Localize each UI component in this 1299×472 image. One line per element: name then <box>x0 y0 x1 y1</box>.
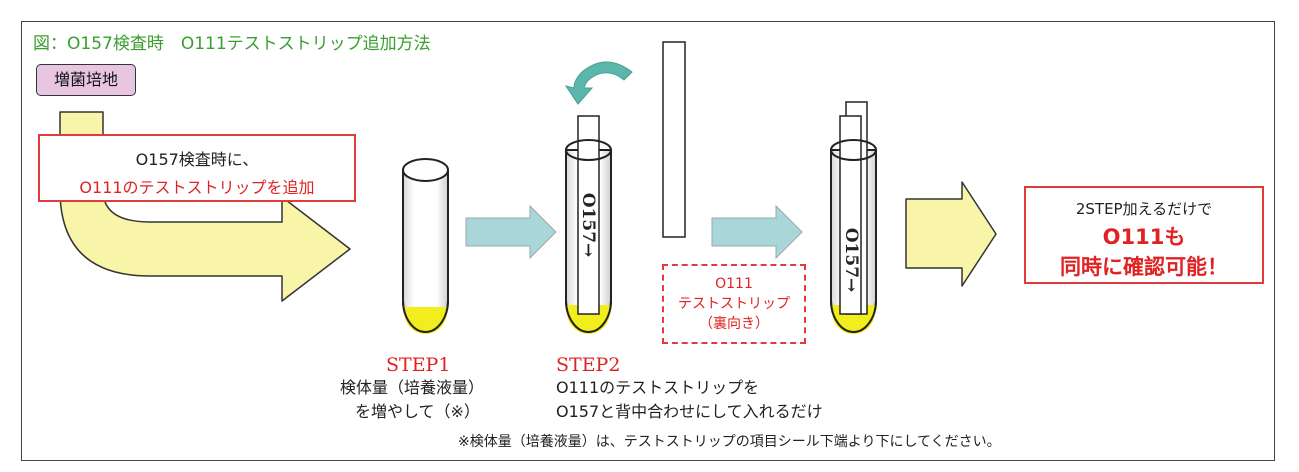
step2-desc-1: O111のテストストリップを <box>556 378 760 397</box>
step2-label: STEP2 <box>556 354 621 376</box>
callout-box: O157検査時に、 O111のテストストリップを追加 <box>38 134 356 202</box>
enrichment-medium-badge: 増菌培地 <box>36 64 136 96</box>
o111-test-strip <box>662 41 686 238</box>
step2-desc-2: O157と背中合わせにして入れるだけ <box>556 402 823 421</box>
o111-strip-note: O111 テストストリップ （裏向き） <box>662 264 806 344</box>
result-line-1: 2STEP加えるだけで <box>1075 200 1213 218</box>
result-box: 2STEP加えるだけで O111も 同時に確認可能！ <box>1024 186 1264 284</box>
result-line-3: 同時に確認可能！ <box>1060 255 1228 279</box>
o111-note-line-3: （裏向き） <box>699 316 769 332</box>
curved-flow-arrow <box>59 111 351 302</box>
result-arrow <box>905 181 997 287</box>
callout-line-2: O111のテストストリップを追加 <box>79 178 315 197</box>
test-tube-combined <box>830 101 877 335</box>
step1-label: STEP1 <box>386 354 451 376</box>
flow-arrow-2 <box>711 204 803 260</box>
footnote: ※検体量（培養液量）は、テストストリップの項目シール下端より下にしてください。 <box>458 434 1001 450</box>
callout-line-1: O157検査時に、 <box>135 150 259 169</box>
step1-desc-2: を増やして（※） <box>355 402 480 421</box>
flow-arrow-1 <box>465 204 557 260</box>
strip-label-tube3: O157→ <box>841 228 861 293</box>
figure-title: 図：O157検査時 O111テストストリップ追加方法 <box>33 34 431 54</box>
flip-arrow-icon <box>564 61 633 105</box>
o111-note-line-1: O111 <box>715 276 753 292</box>
strip-label-tube2: O157→ <box>578 193 598 258</box>
o111-note-line-2: テストストリップ <box>678 296 790 312</box>
result-line-2: O111も <box>1102 225 1186 249</box>
step1-desc-1: 検体量（培養液量） <box>340 378 485 397</box>
test-tube-step2 <box>565 115 612 335</box>
test-tube-step1 <box>402 158 449 335</box>
